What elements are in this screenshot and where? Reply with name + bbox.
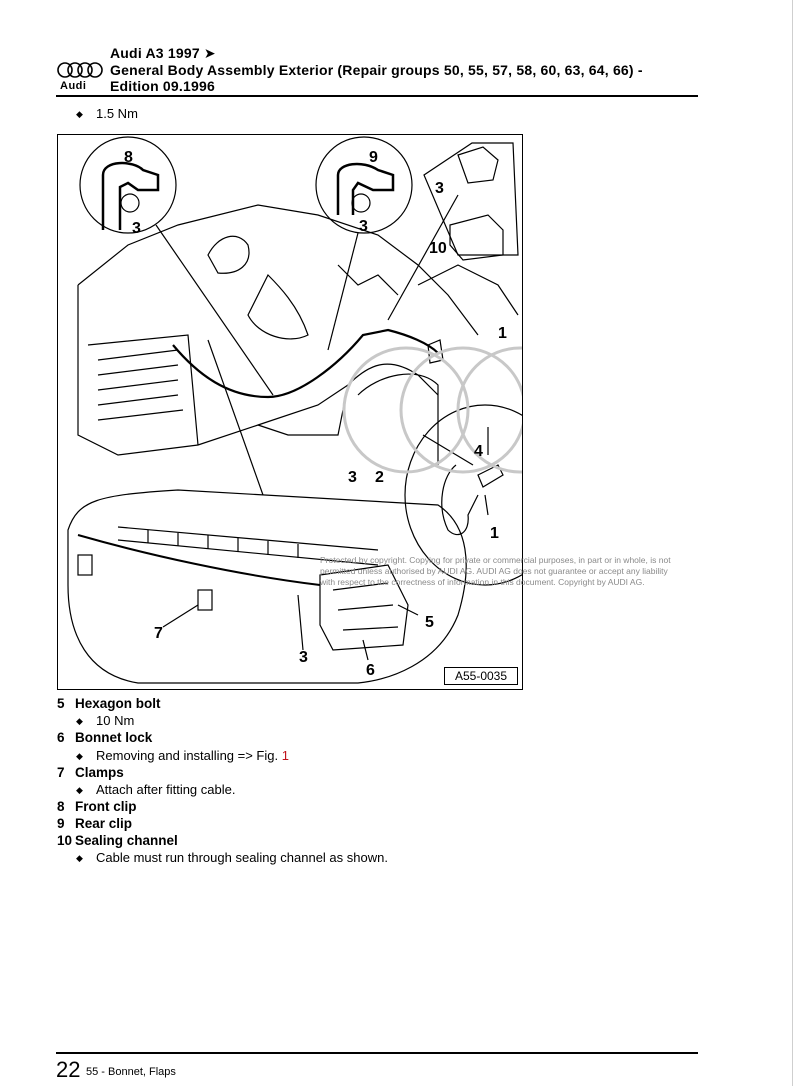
item-number: 5 <box>57 696 65 711</box>
legend-sub-6: ◆ Removing and installing => Fig. 1 <box>76 748 289 763</box>
audi-rings-logo <box>57 62 103 78</box>
item-title: Bonnet lock <box>75 730 153 745</box>
callout-3-channel: 3 <box>435 180 444 197</box>
legend-item-9: 9 Rear clip <box>57 816 132 831</box>
logo-wordmark: Audi <box>60 80 87 92</box>
bonnet-lock-illustration: 8 3 9 3 3 10 1 3 2 4 1 5 7 3 6 <box>67 136 522 684</box>
bullet-icon: ◆ <box>76 751 83 761</box>
item-note: 10 Nm <box>96 713 135 728</box>
legend-item-7: 7 Clamps <box>57 765 124 780</box>
legend-item-8: 8 Front clip <box>57 799 137 814</box>
figure-link[interactable]: 1 <box>281 748 289 763</box>
torque-bullet: ◆ 1.5 Nm <box>76 106 138 121</box>
callout-4: 4 <box>474 443 483 460</box>
callout-5: 5 <box>425 614 434 631</box>
item-title: Front clip <box>75 799 137 814</box>
callout-2: 2 <box>375 469 384 486</box>
legend-item-6: 6 Bonnet lock <box>57 730 152 745</box>
bullet-icon: ◆ <box>76 716 83 726</box>
watermark-line: Protected by copyright. Copying for priv… <box>320 555 671 565</box>
callout-3-front-clip: 3 <box>132 220 141 237</box>
footer-divider <box>56 1052 698 1054</box>
figure-id: A55-0035 <box>444 667 518 685</box>
item-title: Rear clip <box>75 816 133 831</box>
item-note: Cable must run through sealing channel a… <box>96 850 388 865</box>
watermark-line: permitted unless authorised by AUDI AG. … <box>320 566 668 576</box>
callout-7: 7 <box>154 625 163 642</box>
callout-3-mid: 3 <box>348 469 357 486</box>
legend-sub-5: ◆ 10 Nm <box>76 713 134 728</box>
exploded-view-figure: 8 3 9 3 3 10 1 3 2 4 1 5 7 3 6 A55-0035 <box>57 134 523 690</box>
torque-value: 1.5 Nm <box>96 106 138 121</box>
item-number: 8 <box>57 799 65 814</box>
page-number: 22 <box>56 1057 81 1082</box>
header-model: Audi A3 1997 ➤ <box>110 45 216 61</box>
item-number: 10 <box>57 833 73 848</box>
header-edition: Edition 09.1996 <box>110 78 215 94</box>
callout-6: 6 <box>366 662 375 679</box>
bullet-icon: ◆ <box>76 785 83 795</box>
item-title: Clamps <box>75 765 124 780</box>
header-divider <box>56 95 698 97</box>
callout-1-top: 1 <box>498 325 507 342</box>
item-note: Attach after fitting cable. <box>96 782 236 797</box>
callout-9: 9 <box>369 149 378 166</box>
page-edge <box>792 0 793 1086</box>
legend-item-5: 5 Hexagon bolt <box>57 696 161 711</box>
item-number: 7 <box>57 765 65 780</box>
item-note: Removing and installing => Fig. <box>96 748 279 763</box>
bullet-icon: ◆ <box>76 853 83 863</box>
item-title: Hexagon bolt <box>75 696 161 711</box>
bullet-icon: ◆ <box>76 109 83 119</box>
item-number: 9 <box>57 816 65 831</box>
page-section: 55 - Bonnet, Flaps <box>86 1066 176 1078</box>
watermark-line: with respect to the correctness of infor… <box>320 577 645 587</box>
callout-3-inset: 3 <box>299 649 308 666</box>
header-manual-title: General Body Assembly Exterior (Repair g… <box>110 62 643 78</box>
callout-3-rear-clip: 3 <box>359 218 368 235</box>
callout-8: 8 <box>124 149 133 166</box>
callout-10: 10 <box>429 240 447 257</box>
item-title: Sealing channel <box>75 833 178 848</box>
copyright-watermark: Protected by copyright. Copying for priv… <box>320 555 671 588</box>
legend-sub-10: ◆ Cable must run through sealing channel … <box>76 850 388 865</box>
item-number: 6 <box>57 730 65 745</box>
callout-1-handle: 1 <box>490 525 499 542</box>
legend-sub-7: ◆ Attach after fitting cable. <box>76 782 235 797</box>
